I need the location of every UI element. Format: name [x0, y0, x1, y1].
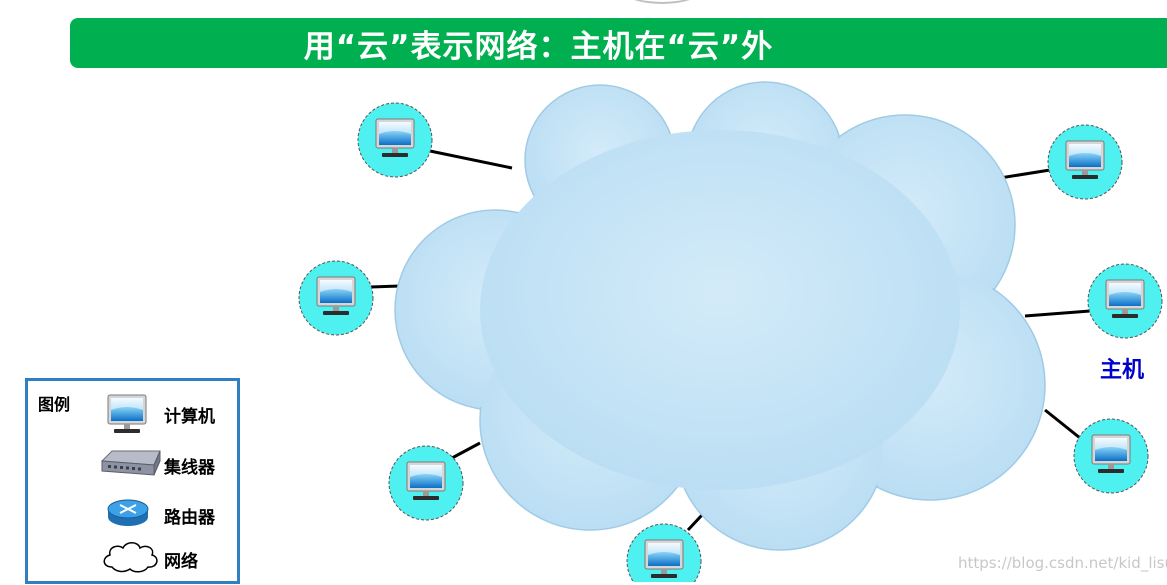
legend-item-router: 路由器: [98, 493, 238, 539]
page-title: 用“云”表示网络：主机在“云”外: [303, 28, 774, 65]
legend-box: 图例 计算机 集线器: [25, 378, 240, 584]
title-bar: 用“云”表示网络：主机在“云”外: [70, 18, 1167, 68]
legend-item-hub: 集线器: [98, 443, 238, 489]
legend-item-label: 路由器: [164, 508, 215, 528]
router-icon: [107, 499, 149, 526]
legend-item-network: 网络: [98, 539, 238, 585]
host-computer: [357, 102, 433, 178]
host-label: 主机: [1100, 358, 1145, 383]
legend-title: 图例: [38, 395, 71, 414]
link-line: [429, 149, 513, 170]
host-computer: [626, 523, 702, 582]
link-line: [369, 284, 401, 289]
computer-icon: [107, 394, 147, 433]
link-line: [451, 441, 481, 460]
cloud-icon: [103, 542, 158, 573]
network-cloud: [394, 81, 1046, 551]
connection-lines: [369, 149, 1091, 532]
link-line: [1044, 408, 1081, 440]
host-computer: [298, 260, 374, 336]
host-computer: [1087, 263, 1163, 339]
legend-item-label: 计算机: [164, 407, 215, 427]
host-computers: [298, 102, 1163, 582]
legend-item-label: 集线器: [164, 458, 215, 478]
host-computer: [1073, 418, 1149, 494]
host-computer: [1047, 124, 1123, 200]
host-computer: [388, 445, 464, 521]
watermark: https://blog.csdn.net/kid_lisu: [958, 554, 1167, 572]
link-line: [999, 168, 1051, 180]
link-line: [686, 513, 704, 532]
legend-item-computer: 计算机: [98, 391, 238, 437]
legend-item-label: 网络: [164, 552, 198, 572]
link-line: [1024, 309, 1091, 318]
hub-icon: [100, 450, 161, 476]
